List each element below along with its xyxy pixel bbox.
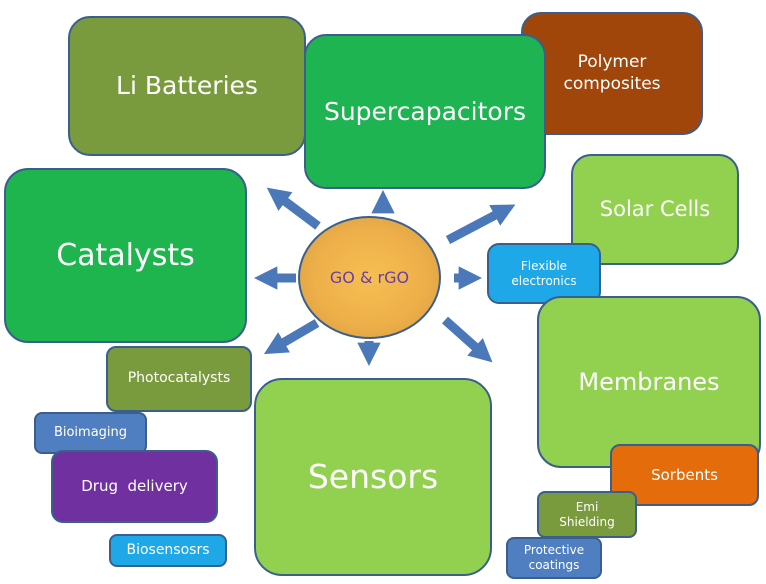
node-label: Catalysts bbox=[56, 237, 195, 273]
node-label-line2: coatings bbox=[528, 558, 580, 572]
node-polymer-composites: Polymer composites bbox=[521, 12, 703, 135]
node-catalysts: Catalysts bbox=[4, 168, 247, 343]
node-label: Photocatalysts bbox=[127, 370, 231, 387]
node-label-line1: Emi bbox=[575, 499, 599, 514]
arrow-to-photocatalysts bbox=[263, 319, 320, 355]
node-label-line1: Polymer bbox=[577, 52, 647, 73]
node-solar-cells: Solar Cells bbox=[571, 154, 739, 265]
node-label: Solar Cells bbox=[599, 197, 711, 222]
arrow-to-li-batteries bbox=[266, 187, 321, 230]
node-label: Sorbents bbox=[651, 465, 718, 484]
node-bioimaging: Bioimaging bbox=[34, 412, 147, 454]
node-label: Supercapacitors bbox=[323, 96, 527, 126]
center-label: GO & rGO bbox=[329, 268, 410, 287]
arrow-to-solar-cells bbox=[445, 204, 516, 244]
node-sensors: Sensors bbox=[254, 378, 492, 576]
node-label: Li Batteries bbox=[116, 71, 258, 101]
node-photocatalysts: Photocatalysts bbox=[106, 346, 252, 412]
node-protective-coatings: Protective coatings bbox=[506, 537, 602, 579]
arrow-to-membranes bbox=[442, 316, 493, 363]
node-li-batteries: Li Batteries bbox=[68, 16, 306, 156]
node-label: Membranes bbox=[578, 368, 720, 396]
node-flexible-electronics: Flexible electronics bbox=[487, 243, 601, 304]
node-label-line1: Flexible bbox=[520, 258, 568, 273]
node-label: Biosensosrs bbox=[126, 541, 210, 558]
node-emi-shielding: Emi Shielding bbox=[537, 491, 637, 538]
node-membranes: Membranes bbox=[537, 296, 761, 468]
node-label-line1: Protective bbox=[523, 543, 585, 557]
node-label: Sensors bbox=[307, 457, 439, 497]
node-supercapacitors: Supercapacitors bbox=[304, 34, 546, 189]
node-label: Bioimaging bbox=[53, 424, 128, 440]
node-label-line2: composites bbox=[563, 73, 661, 94]
node-label-line2: electronics bbox=[511, 273, 577, 288]
node-drug-delivery: Drug delivery bbox=[51, 450, 218, 523]
node-biosensors: Biosensosrs bbox=[109, 534, 227, 567]
node-label-line2: Shielding bbox=[559, 514, 615, 529]
node-label: Drug delivery bbox=[81, 477, 188, 496]
center-node-go-rgo: GO & rGO bbox=[298, 216, 441, 339]
